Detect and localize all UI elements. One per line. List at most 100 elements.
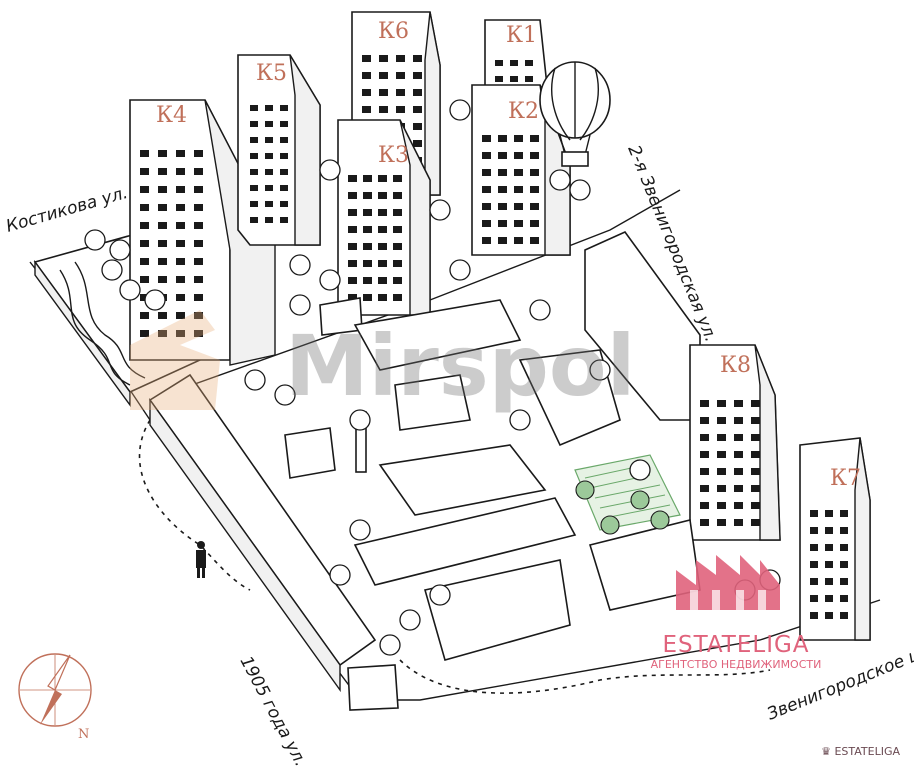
window bbox=[525, 60, 533, 66]
window bbox=[810, 595, 818, 602]
window bbox=[495, 76, 503, 82]
window bbox=[717, 502, 726, 509]
window bbox=[265, 153, 273, 159]
tree-icon bbox=[589, 359, 611, 381]
tree-icon bbox=[529, 299, 551, 321]
window bbox=[265, 137, 273, 143]
window bbox=[140, 186, 149, 193]
window bbox=[250, 217, 258, 223]
window bbox=[751, 502, 760, 509]
window bbox=[734, 434, 743, 441]
window bbox=[825, 561, 833, 568]
window bbox=[751, 519, 760, 526]
window bbox=[396, 72, 405, 79]
window bbox=[176, 186, 185, 193]
window bbox=[280, 201, 288, 207]
window bbox=[363, 294, 372, 301]
window bbox=[348, 209, 357, 216]
label-k6: К6 bbox=[378, 19, 409, 44]
tree-icon bbox=[429, 199, 451, 221]
window bbox=[717, 417, 726, 424]
window bbox=[840, 510, 848, 517]
window bbox=[280, 105, 288, 111]
window bbox=[158, 240, 167, 247]
window bbox=[363, 209, 372, 216]
window bbox=[158, 222, 167, 229]
window bbox=[498, 169, 507, 176]
window bbox=[840, 595, 848, 602]
window bbox=[194, 240, 203, 247]
window bbox=[717, 519, 726, 526]
window bbox=[363, 277, 372, 284]
tower-k2[interactable] bbox=[471, 84, 571, 256]
window bbox=[413, 89, 422, 96]
tree-icon bbox=[600, 515, 620, 535]
window bbox=[362, 89, 371, 96]
window bbox=[530, 169, 539, 176]
window bbox=[194, 312, 203, 319]
window bbox=[378, 260, 387, 267]
window bbox=[362, 72, 371, 79]
window bbox=[265, 217, 273, 223]
window bbox=[530, 152, 539, 159]
window bbox=[700, 485, 709, 492]
window bbox=[348, 175, 357, 182]
window bbox=[498, 220, 507, 227]
tree-icon bbox=[119, 279, 141, 301]
window bbox=[751, 434, 760, 441]
window bbox=[482, 186, 491, 193]
maze-garden[interactable] bbox=[574, 454, 681, 531]
tree-icon bbox=[101, 259, 123, 281]
window bbox=[734, 519, 743, 526]
window bbox=[482, 220, 491, 227]
window bbox=[393, 192, 402, 199]
window bbox=[158, 204, 167, 211]
tower-k5[interactable] bbox=[237, 54, 321, 246]
window bbox=[176, 330, 185, 337]
window bbox=[530, 237, 539, 244]
window bbox=[250, 185, 258, 191]
window bbox=[265, 105, 273, 111]
window bbox=[393, 226, 402, 233]
window bbox=[413, 72, 422, 79]
window bbox=[176, 276, 185, 283]
building-k8[interactable] bbox=[584, 231, 781, 541]
compass-north-label: N bbox=[78, 727, 89, 742]
window bbox=[348, 260, 357, 267]
window bbox=[140, 168, 149, 175]
window bbox=[379, 106, 388, 113]
central-buildings[interactable] bbox=[284, 297, 701, 711]
tree-icon bbox=[244, 369, 266, 391]
label-k4: К4 bbox=[156, 103, 187, 128]
window bbox=[363, 260, 372, 267]
tower-k7[interactable] bbox=[799, 437, 871, 641]
window bbox=[498, 135, 507, 142]
window bbox=[140, 312, 149, 319]
window bbox=[717, 468, 726, 475]
window bbox=[734, 502, 743, 509]
window bbox=[176, 204, 185, 211]
window bbox=[362, 106, 371, 113]
window bbox=[250, 201, 258, 207]
tree-icon bbox=[379, 634, 401, 656]
window bbox=[379, 55, 388, 62]
window bbox=[194, 294, 203, 301]
label-k8: К8 bbox=[720, 353, 751, 378]
walking-route-south bbox=[399, 659, 771, 694]
window bbox=[810, 510, 818, 517]
label-k1: К1 bbox=[506, 23, 537, 48]
window bbox=[840, 527, 848, 534]
window bbox=[265, 201, 273, 207]
tree-icon bbox=[289, 294, 311, 316]
window bbox=[700, 502, 709, 509]
agency-logo-icon bbox=[676, 555, 780, 610]
window bbox=[514, 135, 523, 142]
footer-logo: ♛ ESTATELIGA bbox=[821, 745, 900, 758]
building-long-1905[interactable] bbox=[148, 373, 377, 693]
window bbox=[378, 209, 387, 216]
window bbox=[514, 237, 523, 244]
window bbox=[176, 222, 185, 229]
window bbox=[194, 186, 203, 193]
window bbox=[396, 106, 405, 113]
